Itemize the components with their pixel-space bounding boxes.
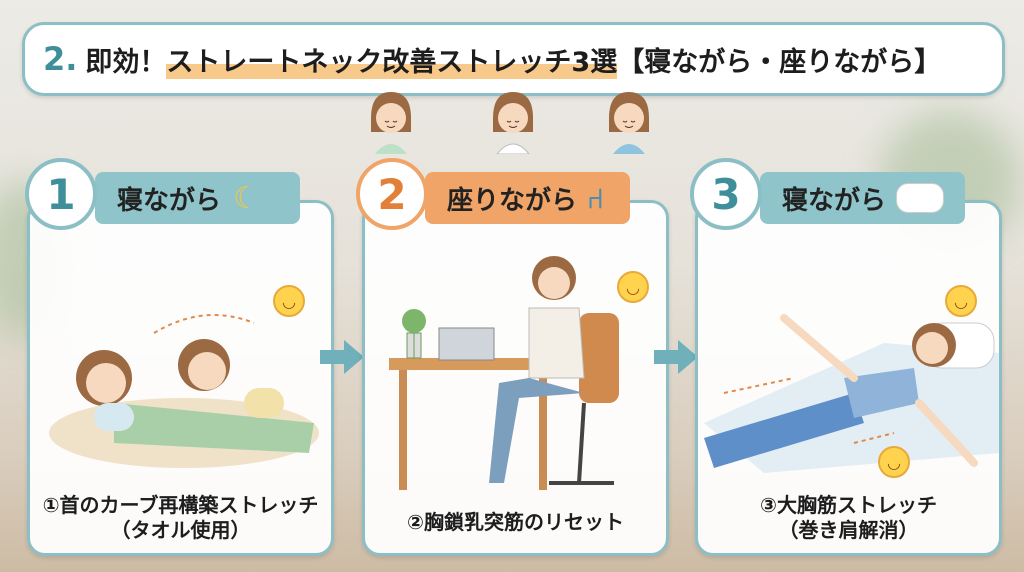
step-card-3: ◡ ◡ ③大胸筋ストレッチ （巻き肩解消） (695, 200, 1002, 556)
pillow-icon (896, 183, 945, 213)
title-highlight: ストレートネック改善ストレッチ3選 (166, 39, 618, 79)
moon-icon: ☾ (233, 180, 260, 216)
smile-emoji-icon: ◡ (878, 446, 910, 478)
chair-icon: ⑁ (587, 181, 604, 215)
title-suffix: 【寝ながら・座りながら】 (617, 46, 942, 78)
title-number: 2. (43, 40, 78, 78)
next-arrow-icon (654, 340, 698, 374)
next-arrow-icon (320, 340, 364, 374)
title-prefix: 即効！ (85, 46, 167, 78)
step-2-tab: 座りながら ⑁ (425, 172, 630, 224)
face-illustration (609, 92, 649, 154)
step-2-title: ②胸鎖乳突筋のリセット (407, 510, 624, 534)
smile-emoji-icon: ◡ (617, 271, 649, 303)
face-illustration (371, 92, 411, 154)
lying-stretch-illustration (49, 314, 319, 468)
step-1-number: 1 (25, 158, 97, 230)
step-2-tab-label: 座りながら (447, 185, 578, 216)
step-2-number: 2 (356, 158, 428, 230)
smile-emoji-icon: ◡ (273, 285, 305, 317)
step-1-subtitle: （タオル使用） (110, 518, 251, 542)
smile-emoji-icon: ◡ (945, 285, 977, 317)
step-3-tab-label: 寝ながら (782, 185, 887, 216)
page-title: 2. 即効！ ストレートネック改善ストレッチ3選 【寝ながら・座りながら】 (22, 22, 1005, 96)
step-card-2: ◡ ②胸鎖乳突筋のリセット (362, 200, 669, 556)
step-3-number: 3 (690, 158, 762, 230)
step-1-title: ①首のカーブ再構築ストレッチ (42, 493, 319, 517)
sitting-stretch-illustration (389, 256, 619, 490)
face-illustration (493, 92, 533, 154)
step-1-tab-label: 寝ながら (117, 185, 222, 216)
step-3-title: ③大胸筋ストレッチ (760, 493, 937, 517)
step-1-tab: 寝ながら ☾ (95, 172, 300, 224)
chest-stretch-illustration (704, 314, 999, 473)
step-3-tab: 寝ながら (760, 172, 965, 224)
step-3-subtitle: （巻き肩解消） (778, 518, 919, 542)
step-card-1: ◡ ①首のカーブ再構築ストレッチ （タオル使用） (27, 200, 334, 556)
